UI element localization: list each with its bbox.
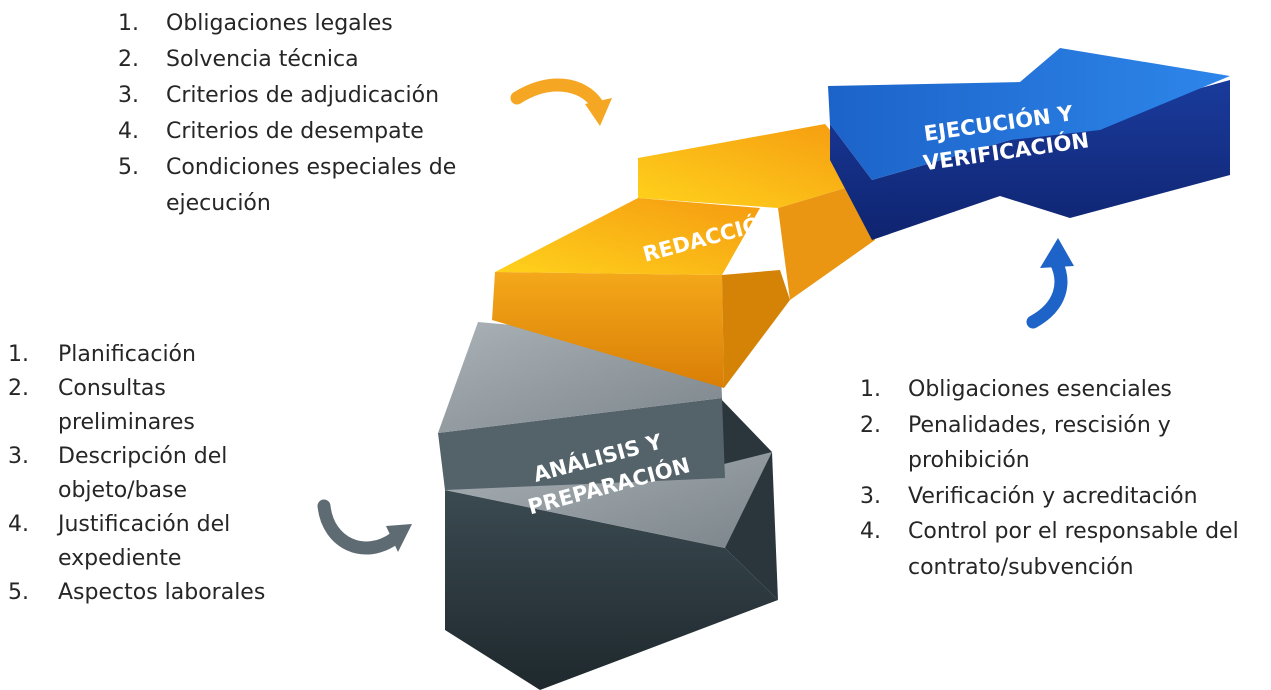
list-item: 3.Verificación y acreditación xyxy=(860,483,1198,509)
redaccion-side-face xyxy=(722,270,790,388)
arrow-to-analisis-icon xyxy=(317,499,412,555)
list-item: 1.Obligaciones legales xyxy=(118,11,393,36)
redaccion-lower-front xyxy=(492,272,724,388)
list-item: 2.Consultas preliminares xyxy=(8,376,195,435)
stage-redaccion-block xyxy=(492,124,875,388)
analisis-side-face xyxy=(720,398,778,600)
list-item: 2.Solvencia técnica xyxy=(118,47,359,72)
redaccion-upper-front xyxy=(778,180,875,300)
list-item: 1.Planificación xyxy=(8,342,196,367)
ejecucion-items-list: 1.Obligaciones esenciales 2.Penalidades,… xyxy=(860,372,1265,585)
list-item: 5.Aspectos laborales xyxy=(8,580,266,605)
arrow-to-redaccion-icon xyxy=(510,78,612,126)
redaccion-upper-top xyxy=(638,124,872,208)
stage-analisis-block xyxy=(438,322,778,690)
list-item: 4.Justificación del expediente xyxy=(8,512,231,571)
analisis-band xyxy=(438,398,725,490)
analisis-items-list: 1.Planificación 2.Consultas preliminares… xyxy=(8,338,328,610)
list-item: 4.Criterios de desempate xyxy=(118,119,424,144)
stage-ejecucion-block xyxy=(828,48,1230,240)
arrow-to-ejecucion-icon xyxy=(1026,238,1074,329)
analisis-front-face xyxy=(445,490,778,690)
redaccion-items-list: 1.Obligaciones legales 2.Solvencia técni… xyxy=(118,6,538,222)
ejecucion-top xyxy=(828,48,1230,180)
redaccion-lower-top xyxy=(495,198,760,275)
list-item: 4.Control por el responsable del contrat… xyxy=(860,519,1239,580)
list-item: 5.Condiciones especiales de ejecución xyxy=(118,155,457,216)
list-item: 2.Penalidades, rescisión y prohibición xyxy=(860,412,1171,474)
list-item: 3.Criterios de adjudicación xyxy=(118,83,440,108)
ejecucion-front-face xyxy=(830,80,1230,240)
list-item: 1.Obligaciones esenciales xyxy=(860,377,1172,402)
list-item: 3.Descripción del objeto/base xyxy=(8,444,228,503)
